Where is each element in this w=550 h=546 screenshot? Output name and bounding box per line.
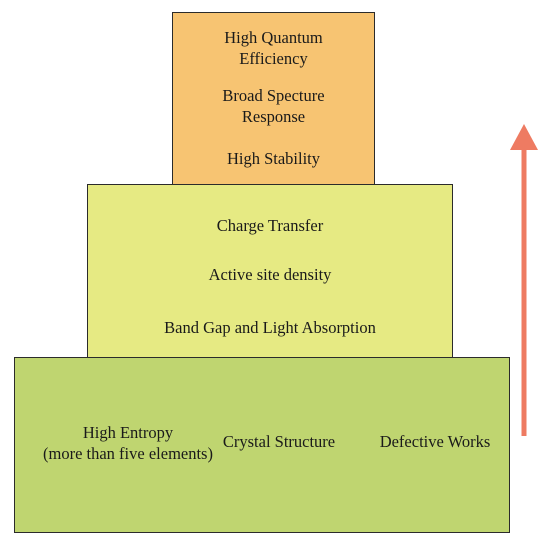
label-high-stability: High Stability bbox=[226, 149, 321, 168]
label-broad-spectrum-response: Broad Specture Response bbox=[222, 86, 325, 126]
tier-base-box: High Entropy (more than five elements) C… bbox=[14, 357, 510, 533]
tier-top-box: High Quantum Efficiency Broad Specture R… bbox=[172, 12, 375, 185]
arrow-shaft bbox=[521, 146, 527, 436]
tier-middle-box: Charge Transfer Active site density Band… bbox=[87, 184, 453, 358]
label-active-site-density: Active site density bbox=[208, 265, 332, 284]
label-charge-transfer: Charge Transfer bbox=[216, 216, 324, 235]
label-high-entropy: High Entropy (more than five elements) bbox=[43, 423, 213, 463]
label-band-gap-light-absorption: Band Gap and Light Absorption bbox=[164, 318, 376, 337]
arrow-head bbox=[510, 124, 538, 150]
up-arrow-icon bbox=[510, 124, 538, 436]
label-crystal-structure: Crystal Structure bbox=[222, 432, 336, 451]
label-defective-works: Defective Works bbox=[379, 432, 491, 451]
label-high-quantum-efficiency: High Quantum Efficiency bbox=[224, 28, 323, 68]
